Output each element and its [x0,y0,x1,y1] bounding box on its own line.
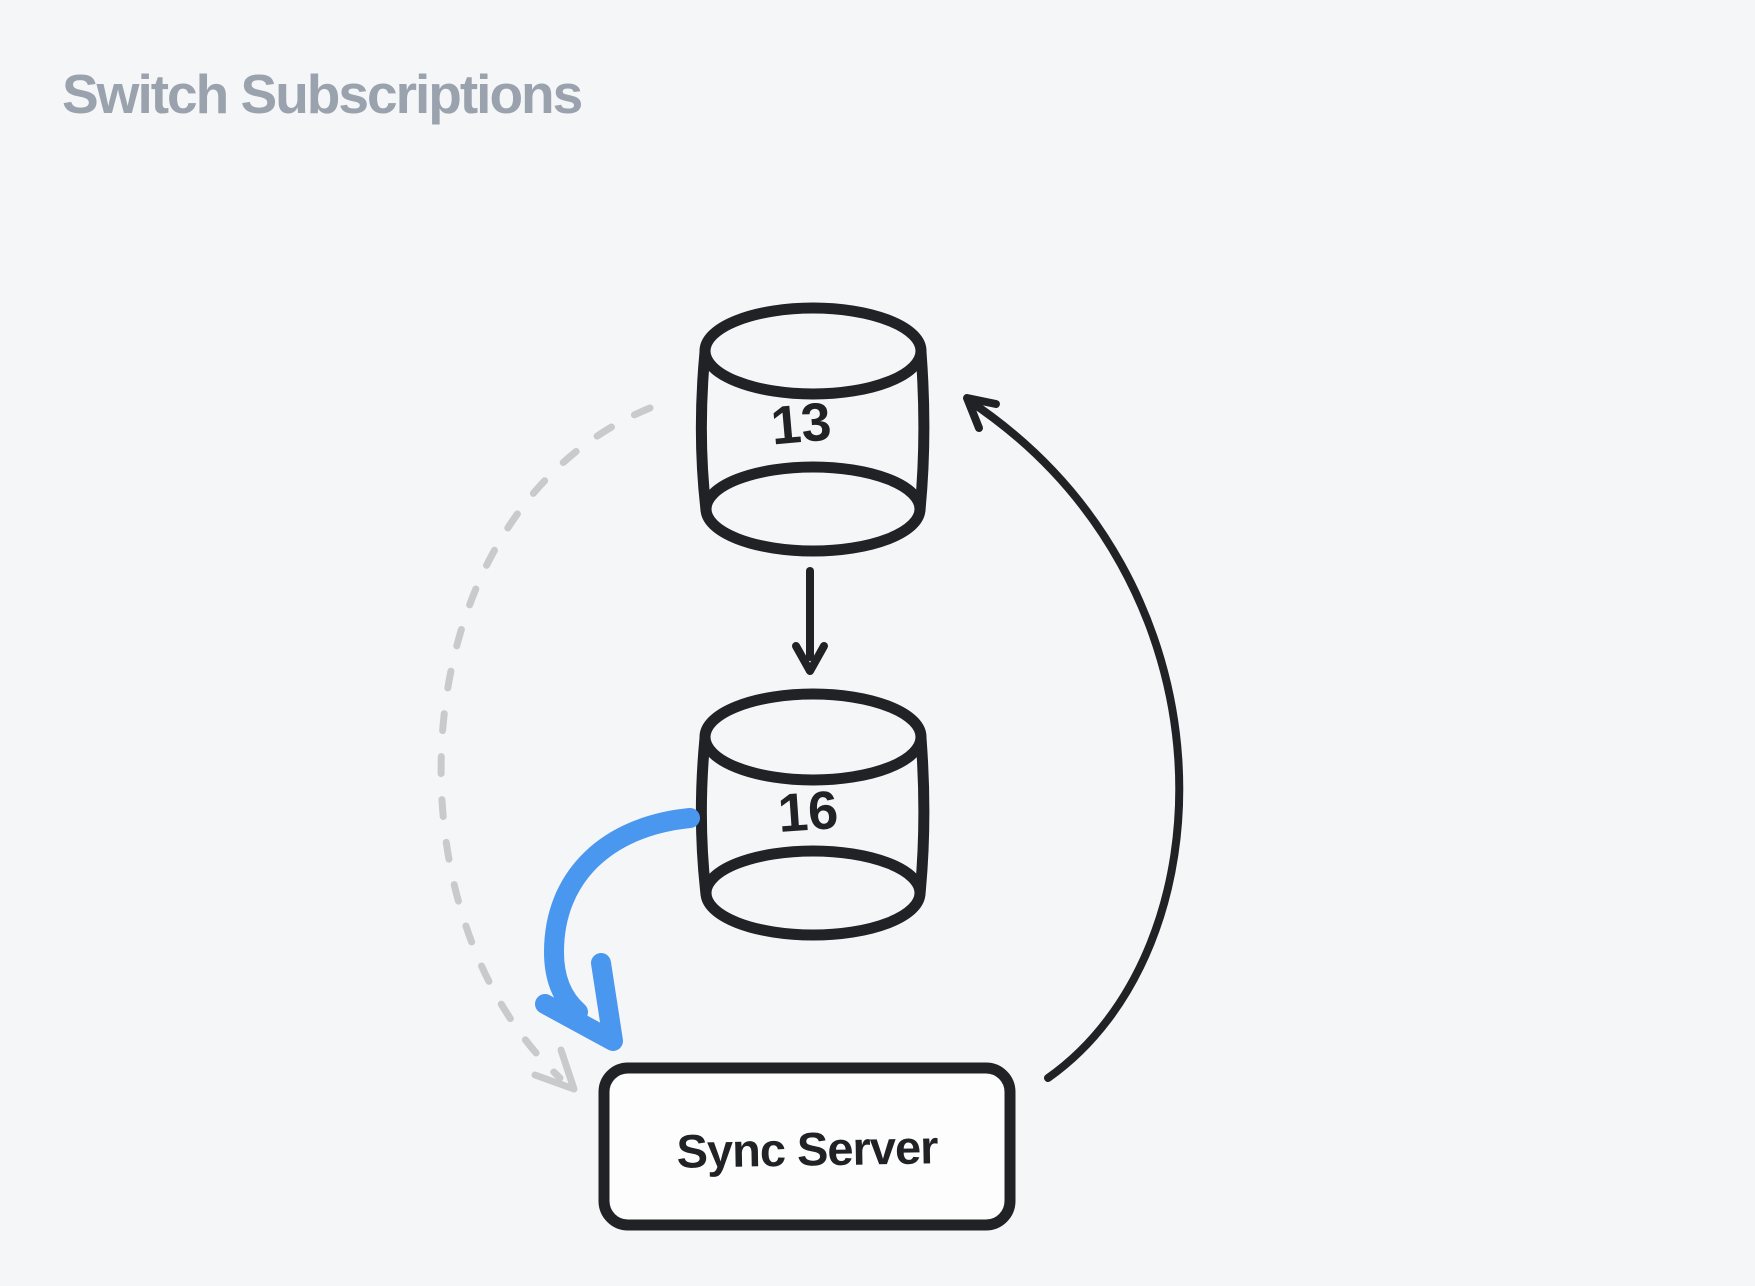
db13-bottom-ellipse [700,461,926,557]
blue-curve [544,808,700,1022]
straight-arrowhead-icon [792,642,828,675]
db16-bottom-ellipse [700,845,926,941]
db16-label: 16 [776,780,840,844]
db13-right-wall [914,346,930,516]
edge-db13-to-db16 [792,567,828,675]
sync-server-label: Sync Server [676,1120,938,1178]
node-database-16: 16 [695,688,930,941]
sync-server-box [598,1062,1016,1231]
edge-dashed-db13-to-server [437,404,654,1093]
dashed-arrowhead-icon [531,1046,578,1093]
db13-left-wall [695,346,712,516]
node-sync-server: Sync Server [598,1062,1016,1231]
blue-arrowhead-icon [535,953,623,1051]
edge-server-to-db13 [963,394,1184,1082]
return-arrowhead-icon [963,394,1000,432]
db13-top-ellipse [699,302,927,400]
node-database-13: 13 [695,302,930,557]
return-curve [964,396,1184,1082]
db16-left-wall [695,732,712,900]
dashed-curve [437,404,654,1082]
edge-blue-db16-to-server [535,808,700,1051]
db16-top-ellipse [699,688,927,786]
db13-label: 13 [768,391,833,456]
page-title: Switch Subscriptions [62,63,583,125]
db16-right-wall [914,732,930,900]
